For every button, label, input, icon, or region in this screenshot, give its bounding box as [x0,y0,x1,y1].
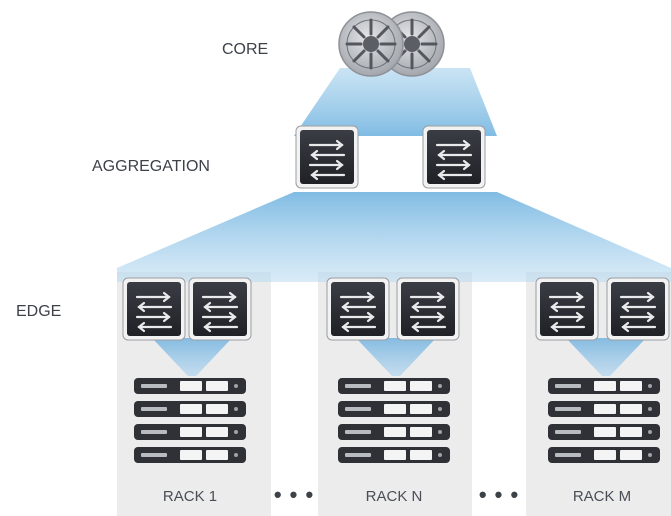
server-icon [548,447,660,463]
server-icon [338,447,450,463]
tier-label-core: CORE [222,41,268,58]
rack-ellipsis: • • • [274,482,314,507]
switch-icon [187,276,253,342]
switch-icon [605,276,671,342]
rack-m-links [566,338,646,376]
server-icon [548,378,660,394]
server-icon [134,378,246,394]
switch-icon [294,124,360,190]
rack-label-n: RACK N [366,488,423,505]
server-icon [548,401,660,417]
tier-label-aggregation: AGGREGATION [92,158,210,175]
rack-1-links [152,338,232,376]
server-icon [338,401,450,417]
aggregation-to-edge-links [117,192,671,282]
switch-icon [395,276,461,342]
switch-icon [421,124,487,190]
rack-n-links [356,338,436,376]
server-icon [134,424,246,440]
rack-ellipsis: • • • [479,482,519,507]
rack-label-1: RACK 1 [163,488,217,505]
server-icon [548,424,660,440]
server-icon [134,447,246,463]
switch-icon [325,276,391,342]
switch-icon [121,276,187,342]
router-icon [337,10,405,78]
server-icon [338,424,450,440]
server-icon [338,378,450,394]
server-icon [134,401,246,417]
switch-icon [534,276,600,342]
rack-label-m: RACK M [573,488,631,505]
core-to-aggregation-links [294,68,497,136]
tier-label-edge: EDGE [16,303,61,320]
